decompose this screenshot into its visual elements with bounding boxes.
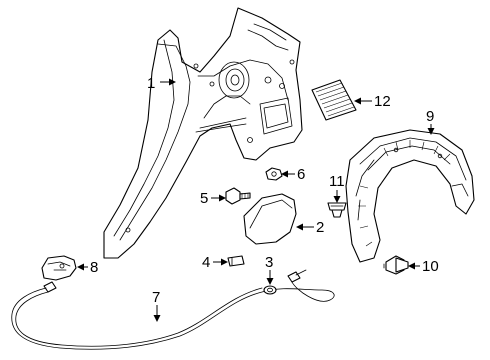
callout-labels: 1 2 3 4 5 6 7 8 9 10 11 12 [90, 75, 439, 306]
callout-1: 1 [147, 75, 155, 92]
push-fastener [383, 255, 409, 275]
callout-9: 9 [426, 108, 434, 125]
quarter-panel [103, 7, 303, 259]
liner-clip [327, 202, 347, 218]
nut [265, 167, 283, 181]
callout-8: 8 [90, 259, 98, 276]
leader-lines [77, 78, 435, 322]
callout-7: 7 [152, 289, 160, 306]
callout-10: 10 [422, 258, 439, 275]
callout-3: 3 [265, 254, 273, 271]
cable-grommet [263, 285, 277, 295]
release-lever [41, 255, 77, 281]
door-bracket [227, 255, 245, 267]
fuel-door [243, 193, 297, 245]
callout-5: 5 [200, 190, 208, 207]
callout-11: 11 [329, 173, 345, 190]
callout-4: 4 [202, 254, 210, 271]
release-cable [11, 269, 335, 350]
bolt [225, 187, 251, 205]
vent-grille [311, 79, 357, 121]
callout-12: 12 [374, 93, 391, 110]
callout-6: 6 [297, 166, 305, 183]
wheelhouse-liner [345, 129, 475, 263]
callout-2: 2 [316, 219, 324, 236]
